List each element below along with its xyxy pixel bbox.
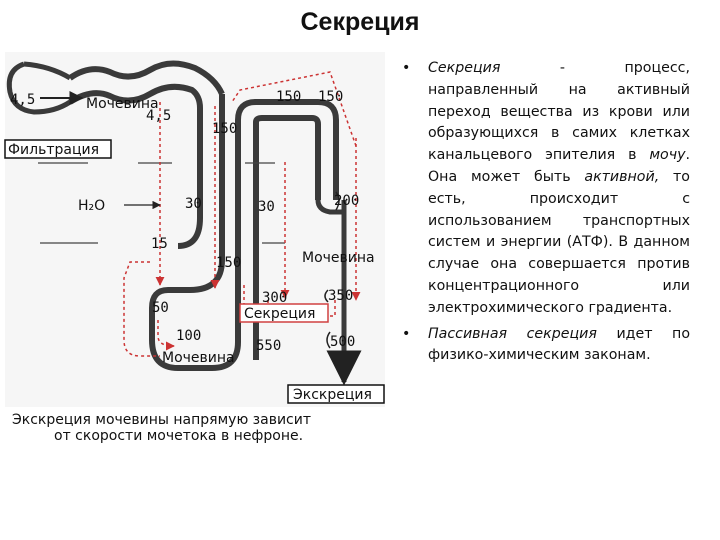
brace-500: [326, 331, 331, 349]
value-30-b: 30: [258, 199, 275, 215]
value-4-5-left: 4,5: [10, 92, 35, 108]
bullet-passive-secretion: • Пассивная секреция идет по физико-хими…: [400, 324, 690, 368]
value-4-5-urea: 4,5: [146, 108, 171, 124]
proximal-tubule: [68, 60, 225, 96]
value-50: 50: [152, 300, 169, 316]
brace-200: [335, 191, 340, 211]
secretion-box: [239, 303, 329, 323]
value-15: 15: [151, 236, 168, 252]
term-urine: мочу: [649, 147, 686, 164]
urea-label-right: Мочевина: [302, 250, 375, 266]
distal-tubule: [315, 199, 344, 215]
caption-line-2: от скорости мочетока в нефроне.: [54, 428, 303, 444]
filtration-label: Фильтрация: [8, 142, 99, 158]
level-lines: [38, 162, 285, 244]
value-100: 100: [176, 328, 201, 344]
term-secretion: Секреция: [428, 60, 501, 76]
value-150-a: 150: [276, 89, 301, 105]
bowman-capsule: [6, 61, 72, 115]
slide-title: Секреция: [300, 8, 420, 36]
excretion-label: Экскреция: [293, 387, 372, 403]
filtration-box: [4, 139, 112, 159]
value-350: 350: [328, 288, 353, 304]
definition-part-2: . Она может быть: [428, 147, 690, 185]
text-panel: • Секреция - процесс, направленный на ак…: [400, 58, 690, 371]
descending-limb-1: [177, 108, 203, 249]
urea-label-top: Мочевина: [86, 96, 159, 112]
value-150-d: 150: [216, 255, 241, 271]
caption-line-1: Экскреция мочевины напрямую зависит: [12, 412, 311, 428]
loop-of-henle-outer: [149, 99, 339, 371]
bullet-secretion-definition: • Секреция - процесс, направленный на ак…: [400, 58, 690, 320]
definition-part-1: - процесс, направленный на активный пере…: [428, 60, 690, 164]
urea-label-bottom: Мочевина: [162, 350, 235, 366]
excretion-box: [287, 384, 385, 404]
water-label: H₂O: [78, 198, 105, 214]
definition-part-3: то есть, происходит с использованием тра…: [428, 168, 690, 316]
value-150-b: 150: [318, 89, 343, 105]
value-30-a: 30: [185, 196, 202, 212]
value-300: 300: [262, 290, 287, 306]
value-200: 200: [334, 193, 359, 209]
proximal-tubule-inner: [68, 83, 203, 109]
brace-350: [324, 289, 329, 303]
bullet-dot: •: [402, 325, 411, 342]
ascending-limb: [253, 115, 321, 360]
diagram-background: [5, 52, 385, 407]
secretion-label: Секреция: [244, 306, 315, 322]
passive-secretion-text: идет по физико-химическим законам.: [428, 325, 690, 364]
value-550: 550: [256, 338, 281, 354]
bullet-dot: •: [402, 60, 411, 76]
term-passive-secretion: Пассивная секреция: [428, 325, 597, 342]
nephron-secretion-diagram: Фильтрация Секреция Экскреция Мочевина М…: [4, 52, 385, 444]
term-active: активной,: [584, 168, 660, 185]
value-500: 500: [330, 334, 355, 350]
value-150-c: 150: [212, 121, 237, 137]
